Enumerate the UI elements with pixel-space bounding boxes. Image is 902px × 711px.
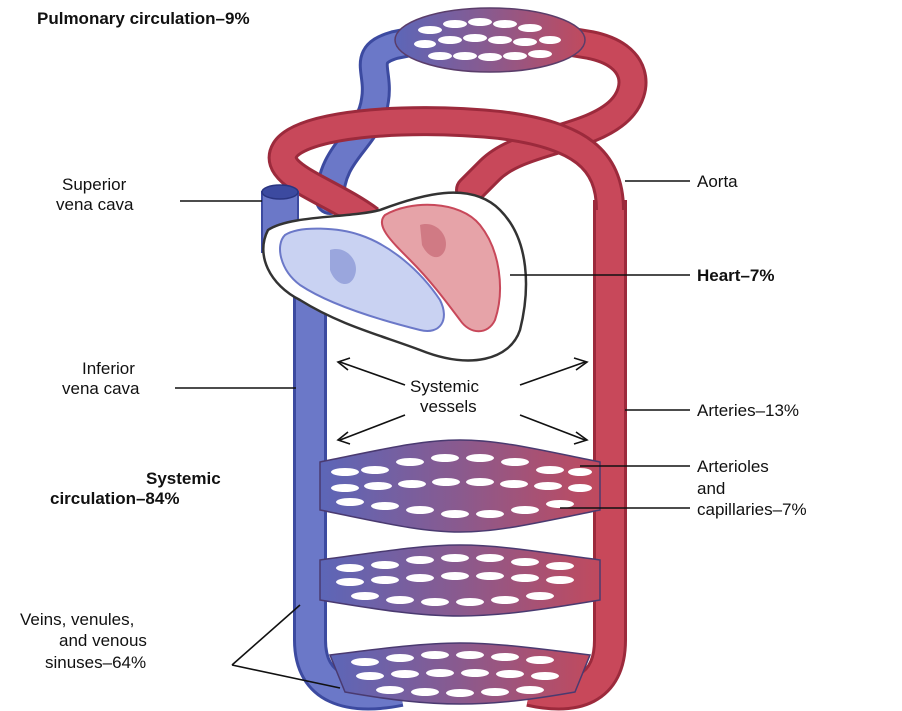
arterioles-label-2: and: [697, 479, 725, 498]
systemic-vessels-label-1: Systemic: [410, 377, 479, 396]
inferior-vena-cava-label-1: Inferior: [82, 359, 135, 378]
inferior-vena-cava-label-2: vena cava: [62, 379, 140, 398]
arterioles-label-3: capillaries–7%: [697, 500, 807, 519]
heart-label: Heart–7%: [697, 266, 775, 285]
systemic-vessels-label-2: vessels: [420, 397, 477, 416]
veins-label-2: and venous: [59, 631, 147, 650]
veins-label-3: sinuses–64%: [45, 653, 146, 672]
arteries-label: Arteries–13%: [697, 401, 799, 420]
capillary-bed-3: [330, 643, 590, 704]
capillary-bed-1: [320, 440, 600, 532]
capillary-bed-2: [320, 545, 600, 616]
veins-leader-1: [232, 605, 300, 665]
pulmonary-circulation-label: Pulmonary circulation–9%: [37, 9, 250, 28]
systemic-circulation-label-2: circulation–84%: [50, 489, 179, 508]
systemic-circulation-label-1: Systemic: [146, 469, 221, 488]
superior-vena-cava-label-1: Superior: [62, 175, 127, 194]
aorta-label: Aorta: [697, 172, 738, 191]
veins-label-1: Veins, venules,: [20, 610, 134, 629]
superior-vena-cava-label-2: vena cava: [56, 195, 134, 214]
arterioles-label-1: Arterioles: [697, 457, 769, 476]
